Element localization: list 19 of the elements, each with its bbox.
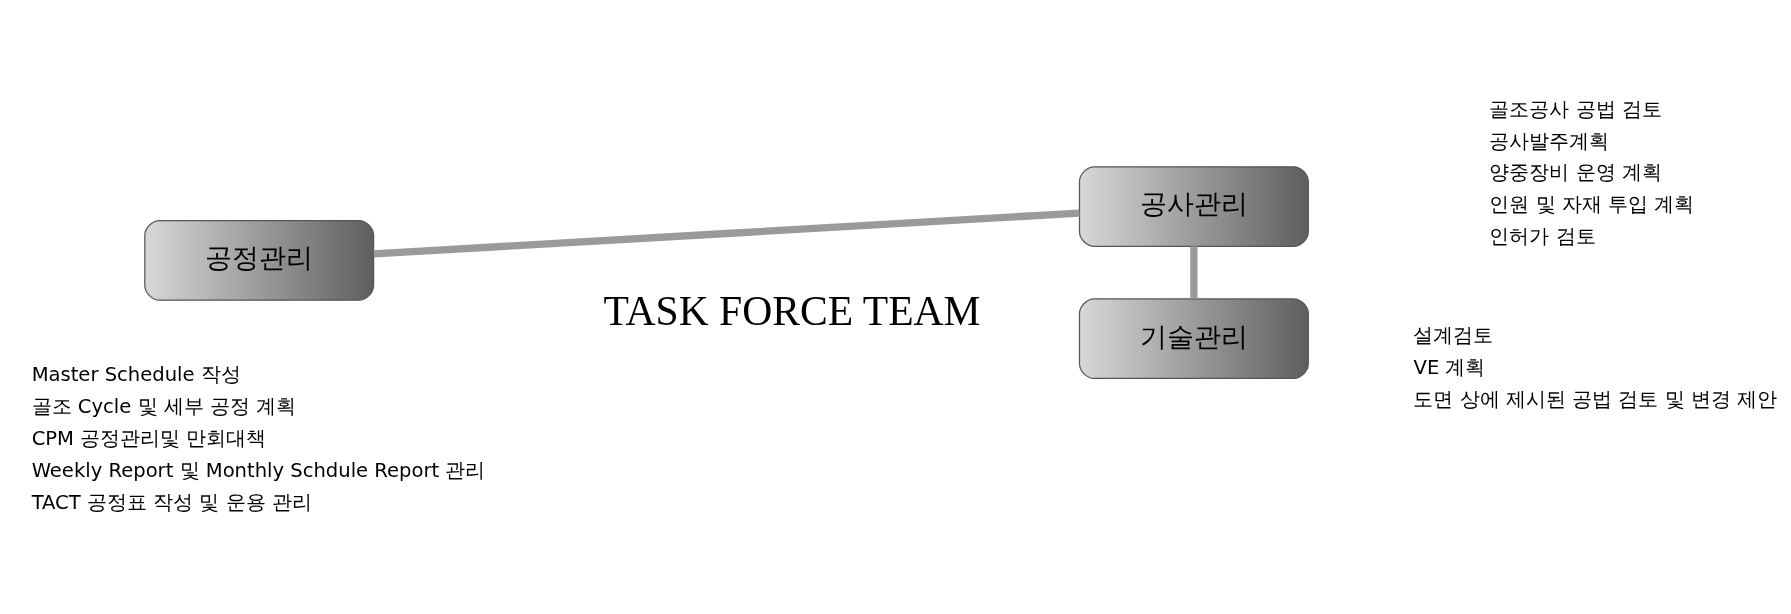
label: TASK FORCE TEAM	[602, 287, 981, 334]
node-label: 설계검토	[1413, 323, 1494, 347]
node-label: Master Schedule 작성	[31, 362, 241, 386]
node-box: 공사관리	[1078, 165, 1309, 247]
node-label: 인원 및 자재 투입 계획	[1488, 192, 1694, 216]
node-box: 기술관리	[1078, 297, 1309, 379]
connector	[373, 208, 1080, 257]
node-label: 인허가 검토	[1488, 224, 1596, 248]
node-label: 공사발주계획	[1488, 129, 1609, 153]
node-label: VE 계획	[1413, 355, 1485, 379]
node-label: TACT 공정표 작성 및 운용 관리	[31, 490, 312, 514]
node-label: 도면 상에 제시된 공법 검토 및 변경 제안	[1413, 387, 1777, 411]
node-label: CPM 공정관리및 만회대책	[31, 426, 266, 450]
node-label: 양중장비 운영 계획	[1488, 160, 1662, 184]
node-box: 공정관리	[143, 219, 374, 301]
node-label: Weekly Report 및 Monthly Schdule Report 관리	[31, 458, 485, 482]
node-label: 골조공사 공법 검토	[1488, 97, 1662, 121]
node-label: 골조 Cycle 및 세부 공정 계획	[31, 394, 296, 418]
connector	[1189, 245, 1198, 298]
